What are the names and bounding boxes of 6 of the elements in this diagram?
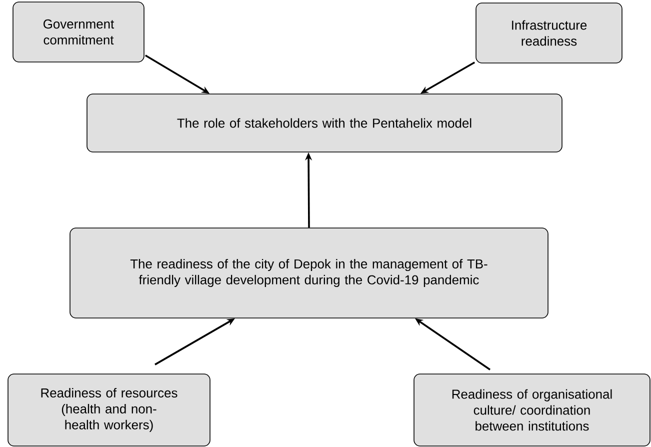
process-box: Infrastructure readiness bbox=[476, 2, 622, 64]
process-box: Readiness of resources (health and non-health workers) bbox=[8, 374, 210, 446]
process-box: Government commitment bbox=[12, 2, 144, 62]
process-box: The readiness of the city of Depok in the management of TB-friendly village development during the Covid-19 pandemic bbox=[70, 228, 548, 318]
process-box: The role of stakeholders with the Pentahelix model bbox=[86, 94, 562, 152]
process-box: Readiness of organisational culture/ coordination between institutions bbox=[414, 374, 650, 446]
